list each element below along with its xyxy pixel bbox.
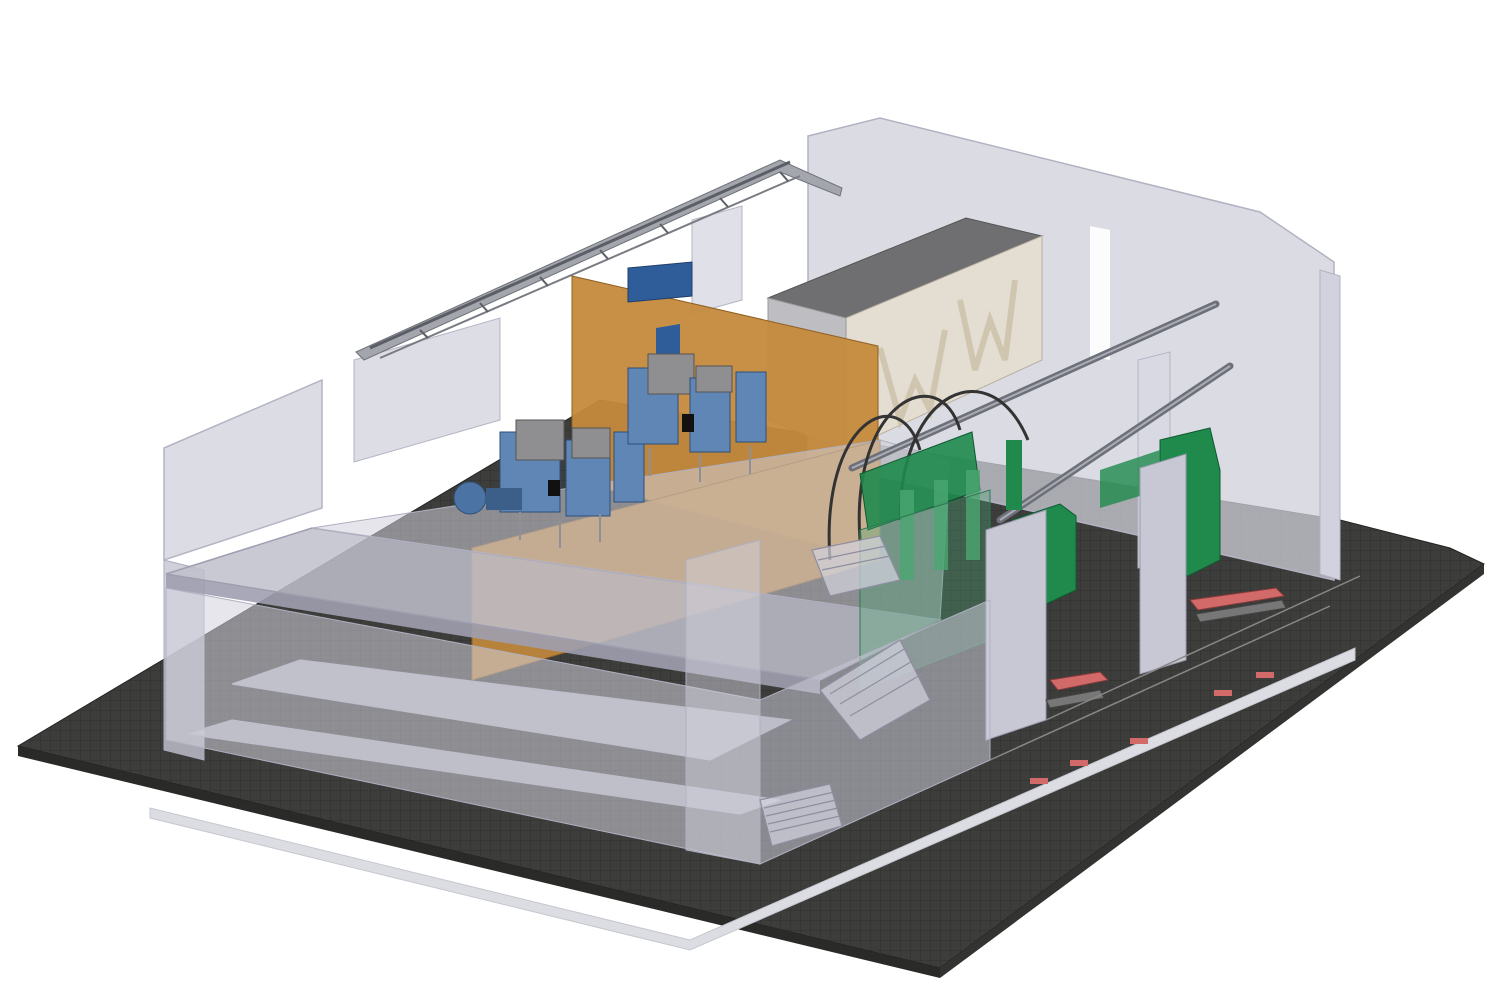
transformer-rails <box>1030 587 1287 784</box>
stairs <box>759 535 931 847</box>
front-frame <box>989 575 1361 761</box>
overhead-cable-tray <box>355 159 843 361</box>
overhead-pipes <box>848 300 1234 524</box>
blue-switchgear-units <box>453 353 767 548</box>
switchgear-group-right <box>627 353 767 453</box>
switchgear-group-left <box>453 419 645 517</box>
